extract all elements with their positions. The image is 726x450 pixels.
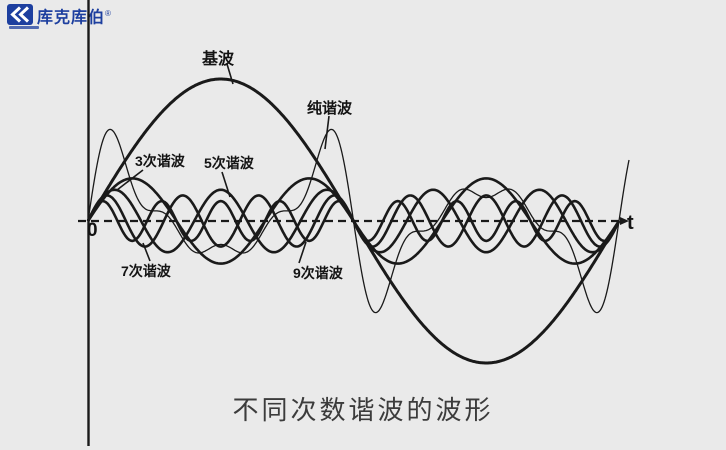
axis-origin-label: 0 — [87, 220, 98, 241]
label-fundamental-wave: 基波 — [202, 51, 235, 68]
brand-logo: 库克库伯® — [7, 4, 112, 28]
label-5th-harmonic: 5次谐波 — [204, 155, 254, 171]
axis-time-label: t — [627, 212, 634, 234]
registered-mark: ® — [105, 9, 112, 18]
time-axis-arrowhead — [620, 217, 629, 225]
brand-logo-icon — [7, 4, 33, 25]
figure-caption: 不同次数谐波的波形 — [232, 395, 494, 425]
leader-line-h9 — [298, 241, 307, 264]
waveform-pure — [87, 128, 630, 314]
label-3rd-harmonic: 3次谐波 — [135, 153, 185, 169]
logo-tagline-bar — [9, 26, 39, 29]
label-7th-harmonic: 7次谐波 — [121, 263, 171, 279]
label-9th-harmonic: 9次谐波 — [293, 265, 343, 281]
waveform-curves — [86, 77, 630, 365]
brand-name: 库克库伯® — [37, 9, 112, 27]
label-pure-harmonic: 纯谐波 — [307, 100, 353, 117]
